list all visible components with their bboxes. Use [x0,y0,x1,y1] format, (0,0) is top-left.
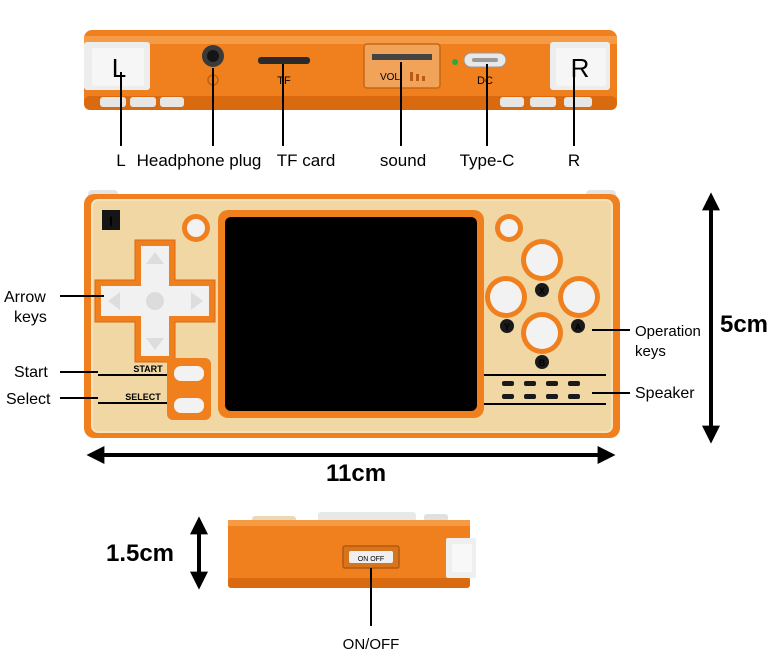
label-tf-card: TF card [277,151,336,170]
dimension-height: 5cm [720,311,768,338]
onoff-print: ON OFF [358,556,384,563]
type-c-port: DC [463,52,507,87]
label-speaker: Speaker [635,385,695,402]
label-onoff: ON/OFF [343,636,400,653]
top-view-device [84,30,617,110]
label-operation-keys: keys [635,343,666,360]
start-select-buttons [167,358,211,420]
label-select: Select [6,391,51,408]
tf-print: TF [277,75,291,87]
logo-print: I [109,213,113,229]
label-type-c: Type-C [460,151,515,170]
l-shoulder-key: L [84,42,150,90]
arrow-down-icon [146,338,164,350]
dimension-depth: 1.5cm [106,540,174,567]
arrow-left-icon [108,292,120,310]
action-buttons [485,239,600,369]
start-print: START [133,364,163,374]
arrow-up-icon [146,252,164,264]
label-arrow-keys: keys [14,309,47,326]
logo-badge: I [102,210,120,230]
label-arrow: Arrow [4,289,46,306]
power-switch: ON OFF [342,545,400,569]
arrow-right-icon [191,292,203,310]
y-print: Y [504,322,510,332]
label-sound: sound [380,151,426,170]
l-key-print: L [112,53,126,83]
dc-print: DC [477,75,493,87]
status-led [452,59,458,65]
tf-card-slot: TF [258,57,310,87]
b-print: B [539,358,546,368]
speaker-grille [484,374,606,405]
dimension-width: 11cm [326,460,386,487]
screen [218,210,484,418]
label-start: Start [14,364,48,381]
x-print: X [539,286,545,296]
a-print: A [575,322,582,332]
front-callout-lines [60,295,630,399]
r-shoulder-key: R [550,42,610,90]
label-l: L [116,151,125,170]
label-headphone-plug: Headphone plug [137,151,262,170]
r-key-print: R [571,53,590,83]
vol-print: VOL [380,72,400,83]
label-r: R [568,151,580,170]
top-callout-lines [120,62,575,146]
label-operation: Operation [635,323,701,340]
headphone-jack [202,45,224,86]
select-print: SELECT [125,392,161,402]
